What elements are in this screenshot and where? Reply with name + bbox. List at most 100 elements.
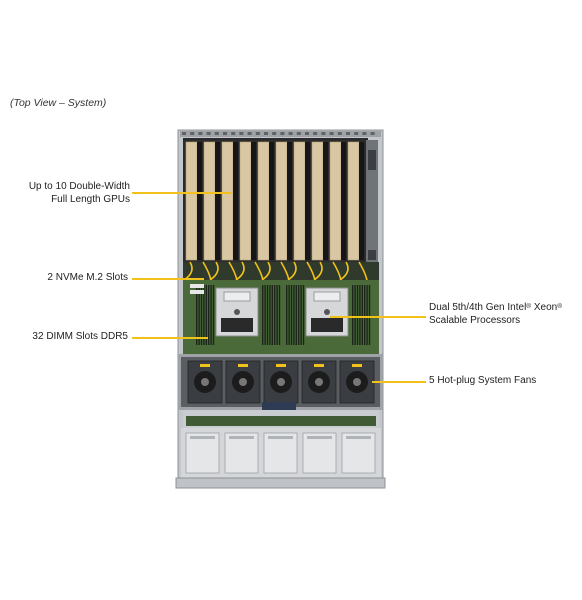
rear-vent bbox=[370, 132, 375, 135]
cpu-leader-line bbox=[330, 316, 426, 318]
m2-slot bbox=[190, 284, 204, 288]
drive-bay bbox=[185, 432, 220, 474]
gpu-callout-line1: Up to 10 Double-Width bbox=[28, 181, 130, 192]
drive-bay-latch bbox=[346, 436, 371, 439]
dimm-slot bbox=[205, 285, 207, 345]
fan-handle bbox=[314, 364, 324, 367]
dimm-slots bbox=[196, 285, 371, 345]
dimm-slot bbox=[366, 285, 368, 345]
dimm-slot bbox=[269, 285, 271, 345]
rear-vent bbox=[231, 132, 236, 135]
dimm-slot bbox=[274, 285, 276, 345]
gpu-callout: Up to 10 Double-Width Full Length GPUs bbox=[29, 181, 130, 206]
dimm-slot bbox=[300, 285, 302, 345]
gpu-card bbox=[239, 141, 252, 261]
dimm-slot bbox=[286, 285, 288, 345]
rear-vent bbox=[337, 132, 342, 135]
dimm-slot bbox=[302, 285, 305, 345]
rear-vent bbox=[190, 132, 195, 135]
gpu-card-bracket bbox=[341, 142, 346, 260]
rear-vent bbox=[288, 132, 293, 135]
fan-handle bbox=[352, 364, 362, 367]
rear-vent bbox=[272, 132, 277, 135]
fan-handle bbox=[238, 364, 248, 367]
nvme-callout-text: 2 NVMe M.2 Slots bbox=[47, 272, 128, 283]
rear-vent bbox=[329, 132, 334, 135]
fan-handle bbox=[276, 364, 286, 367]
fan-hub bbox=[239, 378, 247, 386]
registered-mark: ® bbox=[557, 303, 563, 310]
cable bbox=[209, 261, 219, 281]
dimm-slot bbox=[271, 285, 273, 345]
dimm-slot bbox=[198, 285, 200, 345]
side-connector bbox=[368, 250, 376, 260]
dimm-slot bbox=[196, 285, 198, 345]
dimm-slot bbox=[352, 285, 354, 345]
cable bbox=[339, 261, 349, 281]
dimm-slot bbox=[361, 285, 363, 345]
drive-bay bbox=[302, 432, 337, 474]
cable bbox=[261, 261, 271, 281]
dimm-slot bbox=[293, 285, 295, 345]
dimm-slot bbox=[210, 285, 212, 345]
gpu-card-bracket bbox=[305, 142, 310, 260]
mid-label bbox=[262, 402, 296, 410]
fan-hub bbox=[277, 378, 285, 386]
gpu-card-bracket bbox=[359, 142, 364, 260]
dimm-slot bbox=[298, 285, 300, 345]
gpu-card bbox=[185, 141, 198, 261]
gpu-card-bracket bbox=[323, 142, 328, 260]
rear-vent bbox=[247, 132, 252, 135]
cpu-callout-line1-a: Dual 5th/4th Gen Intel bbox=[429, 302, 527, 313]
cpu-callout-line1-b: Xeon bbox=[531, 302, 558, 313]
fan-handle bbox=[200, 364, 210, 367]
cpu-heatsink-2 bbox=[305, 287, 349, 337]
gpu-card bbox=[347, 141, 360, 261]
rear-vent bbox=[182, 132, 186, 135]
gpu-leader-line bbox=[132, 192, 232, 194]
dimm-slot bbox=[368, 285, 371, 345]
cable bbox=[235, 261, 245, 281]
rear-vent bbox=[264, 132, 268, 135]
dimm-slot bbox=[266, 285, 269, 345]
gpu-card bbox=[275, 141, 288, 261]
drive-bay bbox=[263, 432, 298, 474]
dimm-slot bbox=[288, 285, 290, 345]
dimm-slot bbox=[364, 285, 366, 345]
side-riser bbox=[366, 140, 378, 265]
rear-vent bbox=[313, 132, 318, 135]
cpu-heatsink-1 bbox=[215, 287, 259, 337]
drive-bay-latch bbox=[268, 436, 293, 439]
cable bbox=[313, 261, 323, 281]
dimm-slot bbox=[208, 285, 210, 345]
rear-vent bbox=[239, 132, 244, 135]
rear-vent bbox=[305, 132, 309, 135]
drive-bay bbox=[224, 432, 259, 474]
gpu-card-bracket bbox=[197, 142, 202, 260]
rear-vent bbox=[362, 132, 367, 135]
fans-callout-text: 5 Hot-plug System Fans bbox=[429, 375, 537, 386]
dimm-slot bbox=[290, 285, 293, 345]
rear-vent bbox=[206, 132, 211, 135]
gpu-card bbox=[203, 141, 216, 261]
dimm-slot bbox=[200, 285, 203, 345]
rear-vent bbox=[223, 132, 227, 135]
gpu-card-bracket bbox=[215, 142, 220, 260]
cable bbox=[287, 261, 297, 281]
m2-slot bbox=[190, 290, 204, 294]
dimm-slot bbox=[262, 285, 264, 345]
fan-array bbox=[187, 360, 375, 404]
gpu-callout-line2: Full Length GPUs bbox=[51, 193, 130, 205]
cpu-callout: Dual 5th/4th Gen Intel® Xeon® Scalable P… bbox=[429, 302, 562, 327]
gpu-card-array bbox=[185, 141, 364, 261]
dimm-callout: 32 DIMM Slots DDR5 bbox=[32, 331, 128, 344]
drive-bay-latch bbox=[229, 436, 254, 439]
dimm-slot bbox=[212, 285, 215, 345]
rear-vent bbox=[296, 132, 301, 135]
gpu-card-bracket bbox=[233, 142, 238, 260]
cpu-callout-line1: Dual 5th/4th Gen Intel® Xeon® bbox=[429, 302, 562, 315]
dimm-slot bbox=[359, 285, 361, 345]
rear-vent bbox=[255, 132, 260, 135]
drive-bay-latch bbox=[307, 436, 332, 439]
